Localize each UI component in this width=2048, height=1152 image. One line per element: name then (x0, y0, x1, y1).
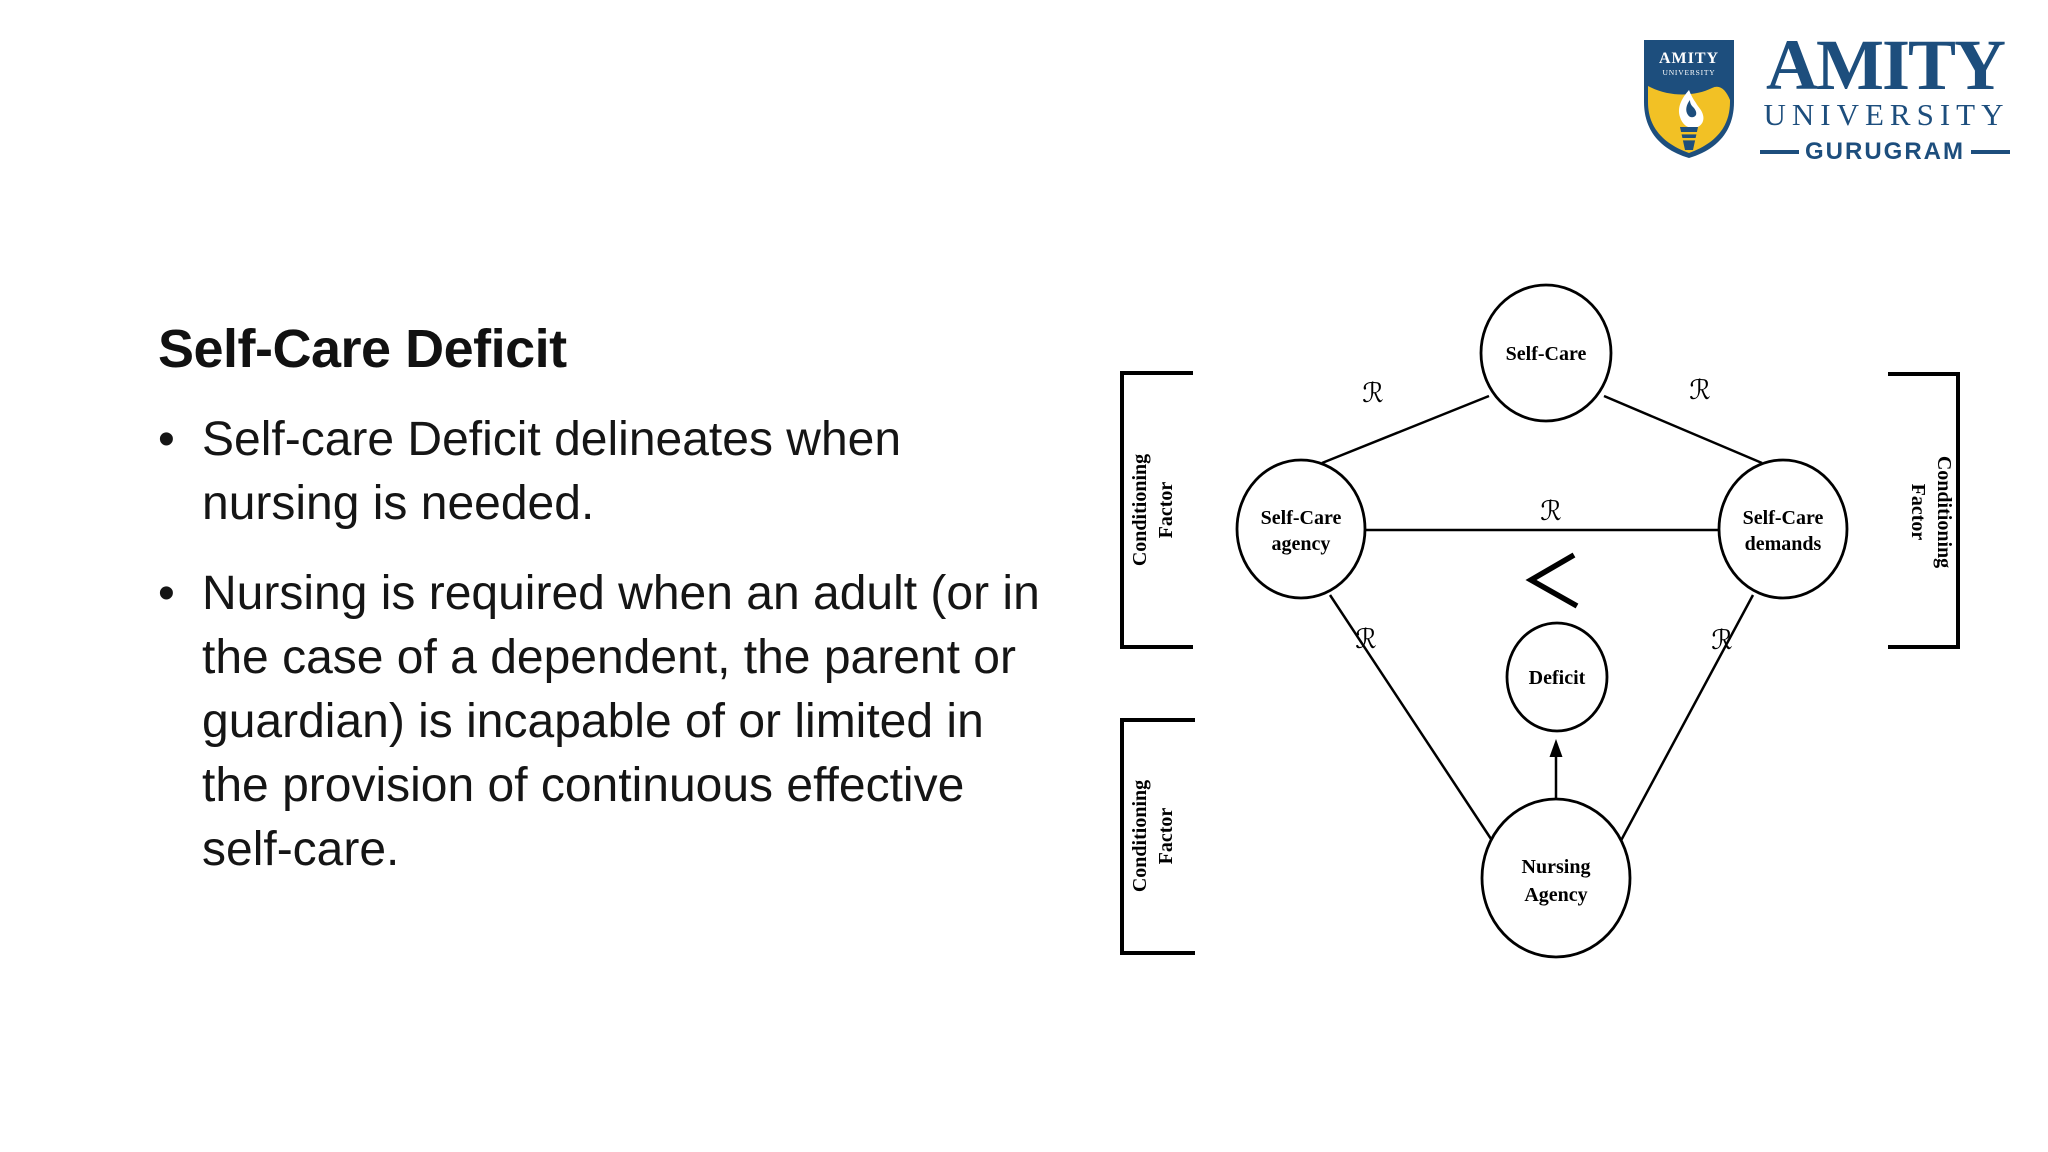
wordmark-amity: AMITY (1766, 25, 2006, 105)
node-agency-label-line1: Self-Care (1261, 507, 1342, 529)
node-self-care-demands (1717, 458, 1849, 600)
conditioning-factor-lower-left-line2: Factor (1155, 808, 1177, 865)
node-agency-label-line2: agency (1272, 533, 1331, 555)
shield-university-text: UNIVERSITY (1663, 68, 1716, 77)
relation-r-upper-left: ℛ (1362, 378, 1384, 409)
node-nursing-agency (1480, 797, 1632, 959)
conditioning-factor-upper-left-line1: Conditioning (1129, 454, 1151, 566)
node-nursing-label-line1: Nursing (1522, 856, 1591, 878)
relation-r-middle: ℛ (1540, 496, 1562, 527)
bullet-list: • Self-care Deficit delineates when nurs… (158, 408, 1044, 908)
bullet-item: • Nursing is required when an adult (or … (158, 562, 1044, 882)
wordmark-city-row: GURUGRAM (1760, 138, 2010, 166)
torch-ridge (1682, 138, 1697, 141)
bracket-right (1888, 372, 1960, 649)
shield-amity-text: AMITY (1659, 50, 1719, 67)
relation-r-lower-left: ℛ (1355, 624, 1377, 655)
bracket-lower-left (1120, 718, 1195, 955)
bullet-item: • Self-care Deficit delineates when nurs… (158, 408, 1044, 536)
city-dash-right (1971, 150, 2010, 154)
less-than-symbol (1525, 552, 1579, 609)
node-demands-label-line2: demands (1745, 533, 1822, 555)
bullet-text: Nursing is required when an adult (or in… (202, 567, 1040, 876)
node-self-care-agency (1235, 458, 1367, 600)
conditioning-factor-upper-left-line2: Factor (1155, 482, 1177, 539)
torch-flame-swirl (1686, 100, 1697, 118)
edge-agency-selfcare (1321, 394, 1490, 465)
wordmark-city: GURUGRAM (1805, 138, 1965, 165)
conditioning-factor-lower-left-line1: Conditioning (1129, 780, 1151, 892)
node-demands-label-line1: Self-Care (1743, 507, 1824, 529)
relation-r-upper-right: ℛ (1689, 375, 1711, 406)
bullet-marker: • (158, 413, 175, 466)
arrow-nursing-deficit-head (1549, 739, 1563, 757)
node-deficit (1505, 621, 1609, 733)
city-dash-left (1760, 150, 1799, 154)
university-logo: AMITY UNIVERSITY AMITY UNIVERSITY GURUGR… (1634, 25, 2018, 172)
edge-demands-nursing (1615, 594, 1755, 849)
crest-shield-icon: AMITY UNIVERSITY (1644, 40, 1734, 158)
node-self-care-label: Self-Care (1506, 343, 1587, 365)
wordmark-university: UNIVERSITY (1763, 97, 2010, 132)
conditioning-factor-right-line2: Factor (1907, 484, 1929, 541)
page-title: Self-Care Deficit (158, 319, 567, 379)
self-care-deficit-diagram: Self-Care Self-Care agency Self-Care dem… (1120, 283, 1960, 959)
bullet-marker: • (158, 567, 175, 620)
conditioning-factor-right-line1: Conditioning (1933, 456, 1955, 568)
torch-ridge (1680, 132, 1698, 135)
node-nursing-label-line2: Agency (1524, 884, 1587, 906)
node-deficit-label: Deficit (1529, 667, 1586, 689)
bullet-text: Self-care Deficit delineates when nursin… (202, 413, 902, 530)
logo-wordmark: AMITY UNIVERSITY GURUGRAM (1760, 25, 2010, 166)
edge-selfcare-demands (1603, 394, 1763, 465)
edge-agency-nursing (1328, 594, 1499, 849)
bracket-upper-left (1120, 371, 1193, 649)
relation-r-lower-right: ℛ (1711, 625, 1733, 656)
node-self-care (1479, 283, 1613, 423)
